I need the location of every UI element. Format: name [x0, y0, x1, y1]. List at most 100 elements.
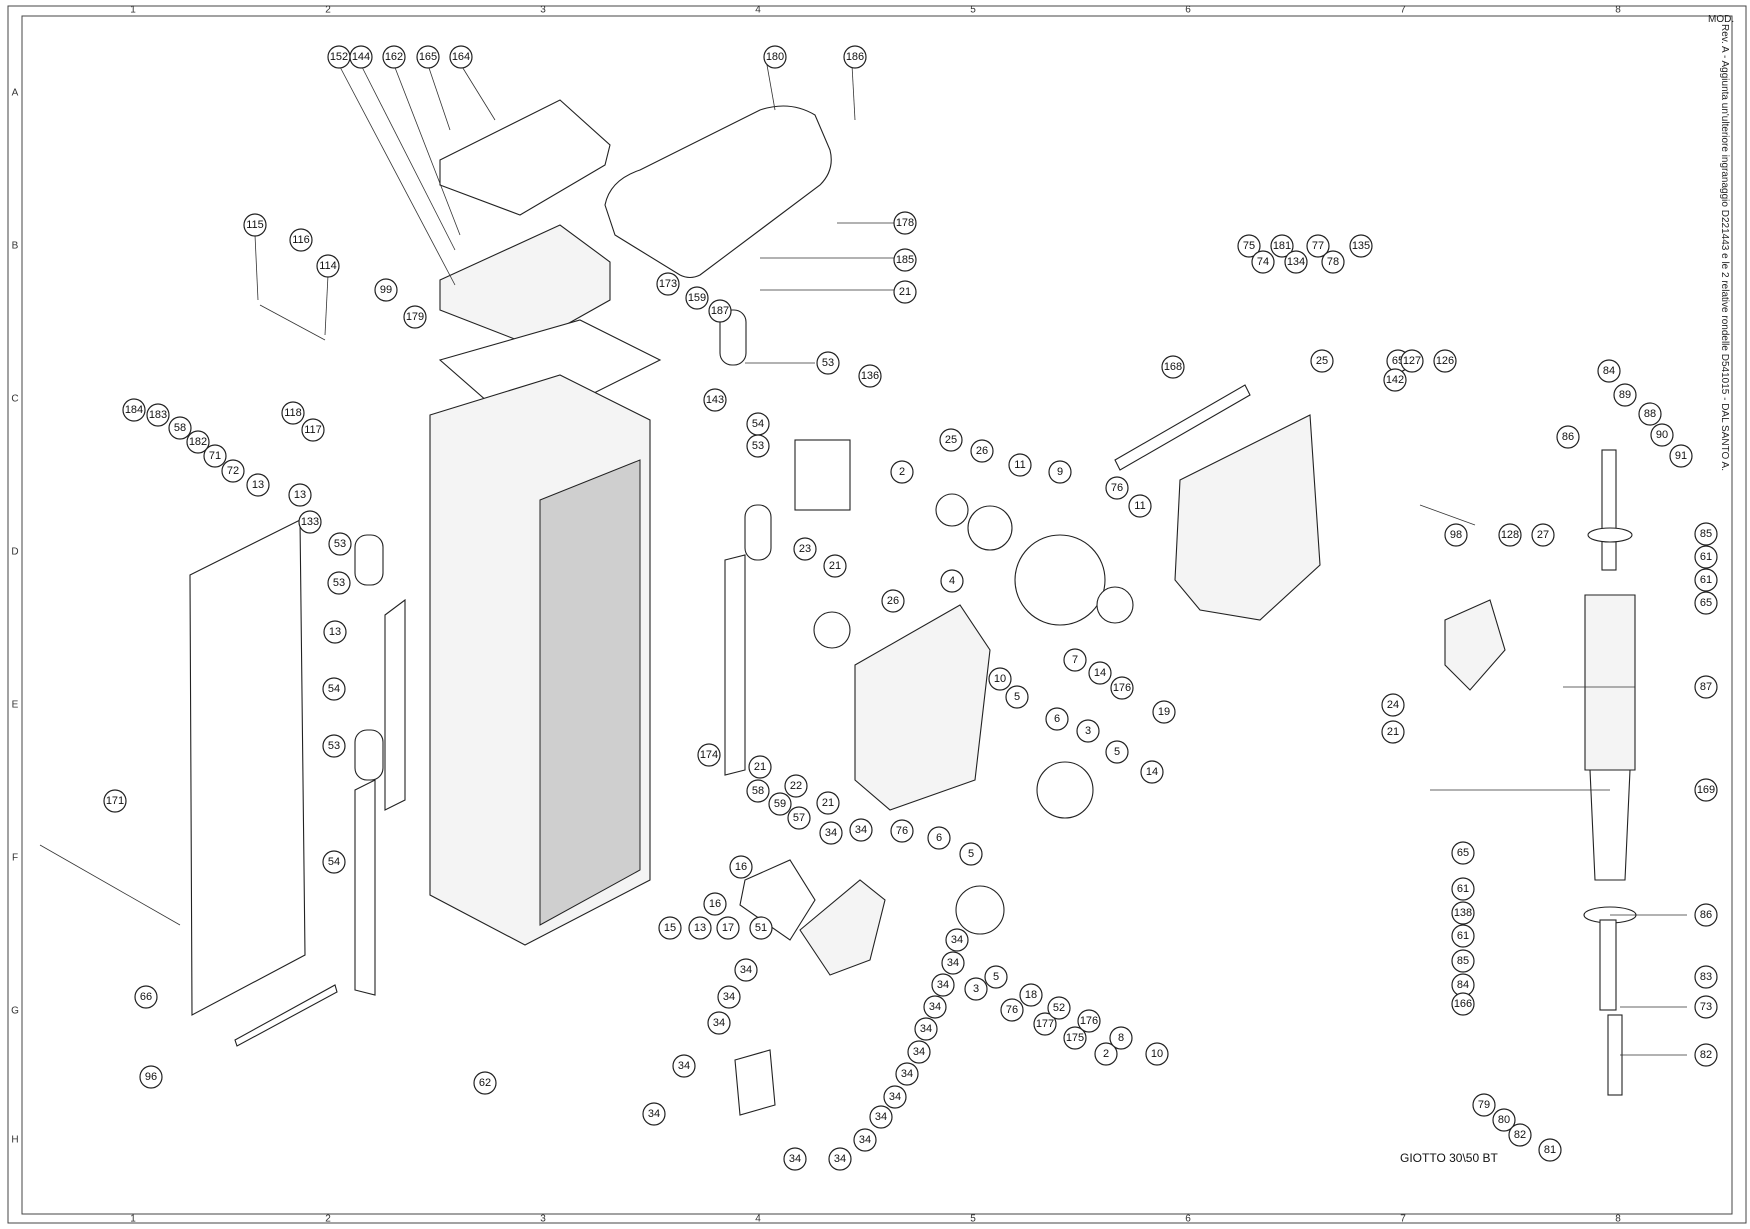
balloon-34: 34: [849, 818, 873, 842]
drawing-frame: [7, 5, 1747, 1224]
washer-86a: [1587, 527, 1633, 543]
zone-row-G: G: [11, 1006, 19, 1017]
balloon-circle: [688, 916, 712, 940]
balloon-circle: [1694, 591, 1718, 615]
balloon-178: 178: [893, 211, 917, 235]
zone-col-2-bottom: 2: [325, 1214, 331, 1225]
balloon-11: 11: [1128, 494, 1152, 518]
balloon-circle: [1076, 719, 1100, 743]
balloon-circle: [927, 826, 951, 850]
balloon-circle: [895, 1062, 919, 1086]
balloon-label: 86: [1700, 909, 1712, 921]
balloon-label: 152: [330, 51, 348, 63]
balloon-label: 115: [246, 219, 264, 231]
balloon-2: 2: [1094, 1042, 1118, 1066]
balloon-175: 175: [1063, 1026, 1087, 1050]
balloon-74: 74: [1251, 250, 1275, 274]
zone-row-D: D: [11, 547, 18, 558]
balloon-14: 14: [1088, 661, 1112, 685]
balloon-17: 17: [716, 916, 740, 940]
balloon-label: 11: [1134, 500, 1145, 512]
balloon-62: 62: [473, 1071, 497, 1095]
balloon-13: 13: [246, 473, 270, 497]
balloon-label: 34: [648, 1108, 660, 1120]
zone-col-1-bottom: 1: [130, 1214, 136, 1225]
balloon-circle: [890, 819, 914, 843]
balloon-label: 21: [822, 797, 834, 809]
bearing-11b: [1096, 586, 1134, 624]
balloon-52: 52: [1047, 996, 1071, 1020]
balloon-label: 76: [896, 825, 908, 837]
balloon-53: 53: [816, 351, 840, 375]
balloon-circle: [1088, 661, 1112, 685]
balloon-label: 16: [709, 898, 721, 910]
balloon-circle: [416, 45, 440, 69]
rod-126: [1419, 504, 1476, 526]
balloon-label: 51: [755, 922, 767, 934]
balloon-182: 182: [186, 430, 210, 454]
mounting-strip-lower: [354, 779, 376, 996]
balloon-34: 34: [914, 1017, 938, 1041]
balloon-circle: [1251, 250, 1275, 274]
drawing-title: GIOTTO 30\50 BT: [1400, 1151, 1498, 1165]
balloon-11: 11: [1008, 453, 1032, 477]
balloon-circle: [1556, 425, 1580, 449]
balloon-184: 184: [122, 398, 146, 422]
balloon-circle: [716, 916, 740, 940]
balloon-168: 168: [1161, 355, 1185, 379]
balloon-label: 34: [678, 1060, 690, 1072]
balloon-circle: [1451, 841, 1475, 865]
spring-rod: [1601, 449, 1617, 571]
control-box-lid: [439, 99, 611, 216]
cable-171: [39, 844, 181, 926]
balloon-173: 173: [656, 272, 680, 296]
balloon-circle: [1694, 568, 1718, 592]
balloon-label: 23: [799, 543, 811, 555]
balloon-13: 13: [323, 620, 347, 644]
balloon-label: 34: [947, 957, 959, 969]
balloon-circle: [1008, 453, 1032, 477]
balloon-54: 54: [322, 677, 346, 701]
balloon-label: 58: [752, 785, 764, 797]
balloon-label: 184: [125, 404, 143, 416]
balloon-label: 13: [252, 479, 264, 491]
balloon-21: 21: [1381, 720, 1405, 744]
balloon-label: 54: [752, 418, 764, 430]
balloon-88: 88: [1638, 402, 1662, 426]
balloon-circle: [748, 755, 772, 779]
balloon-76: 76: [890, 819, 914, 843]
zone-col-4-top: 4: [755, 5, 761, 16]
balloon-circle: [783, 1147, 807, 1171]
balloon-circle: [940, 569, 964, 593]
balloon-circle: [1349, 234, 1373, 258]
balloon-circle: [1306, 234, 1330, 258]
gearbox-housing: [854, 604, 991, 811]
balloon-circle: [729, 855, 753, 879]
balloon-label: 181: [1273, 240, 1291, 252]
balloon-27: 27: [1531, 523, 1555, 547]
mounting-strip-mid: [724, 554, 746, 776]
balloon-label: 142: [1386, 374, 1404, 386]
balloon-label: 174: [700, 749, 718, 761]
balloon-label: 11: [1014, 459, 1025, 471]
balloon-144: 144: [349, 45, 373, 69]
balloon-label: 53: [333, 577, 345, 589]
balloon-5: 5: [959, 842, 983, 866]
balloon-circle: [642, 1102, 666, 1126]
balloon-label: 25: [945, 434, 957, 446]
balloon-label: 76: [1006, 1004, 1018, 1016]
balloon-circle: [288, 483, 312, 507]
balloon-circle: [122, 398, 146, 422]
balloon-label: 22: [790, 780, 802, 792]
balloon-label: 10: [994, 673, 1006, 685]
balloon-label: 177: [1036, 1018, 1054, 1030]
balloon-circle: [784, 774, 808, 798]
balloon-label: 180: [766, 51, 784, 63]
balloon-label: 5: [1014, 691, 1020, 703]
zone-col-8-top: 8: [1615, 5, 1621, 16]
balloon-circle: [328, 532, 352, 556]
balloon-label: 171: [106, 795, 124, 807]
balloon-circle: [1538, 1138, 1562, 1162]
balloon-10: 10: [1145, 1042, 1169, 1066]
slot-plate-d: [744, 504, 772, 561]
